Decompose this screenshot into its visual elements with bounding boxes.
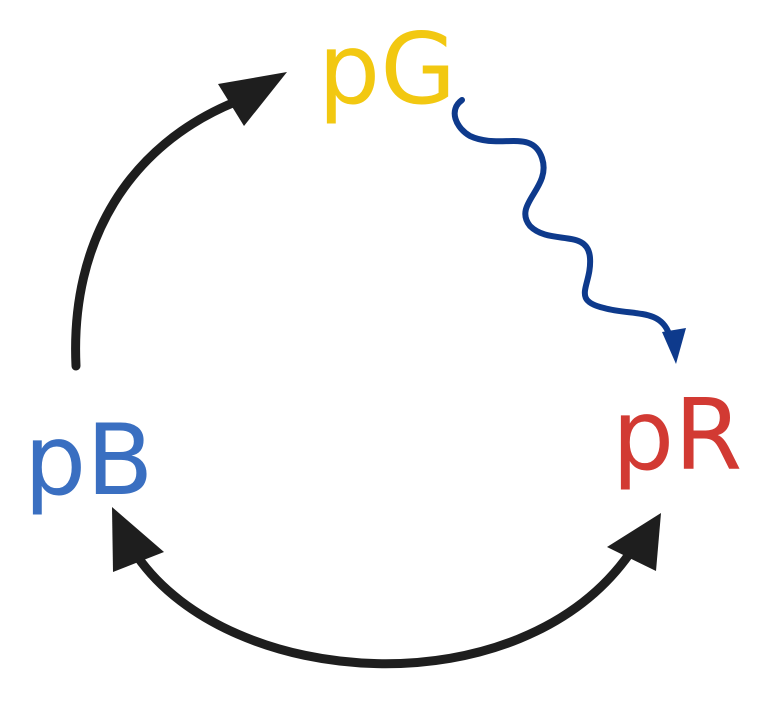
node-label-pb: pB xyxy=(24,404,153,518)
node-label-pr: pR xyxy=(612,379,742,493)
edge-pb-to-pg xyxy=(71,72,287,371)
edge-pb-to-pg-arrowhead-icon xyxy=(218,72,287,126)
edge-pr-pb-line xyxy=(132,548,635,669)
node-label-pg: pG xyxy=(318,13,456,127)
edge-pg-to-pr-wavy-line xyxy=(451,97,672,337)
edge-to-pr-arrowhead-icon xyxy=(607,513,661,571)
edge-pr-pb-bidirectional xyxy=(112,507,661,669)
edge-pg-to-pr xyxy=(451,97,686,364)
edge-pg-to-pr-arrowhead-icon xyxy=(662,328,686,364)
edge-to-pb-arrowhead-icon xyxy=(112,507,164,572)
edge-pb-to-pg-line xyxy=(71,97,240,371)
